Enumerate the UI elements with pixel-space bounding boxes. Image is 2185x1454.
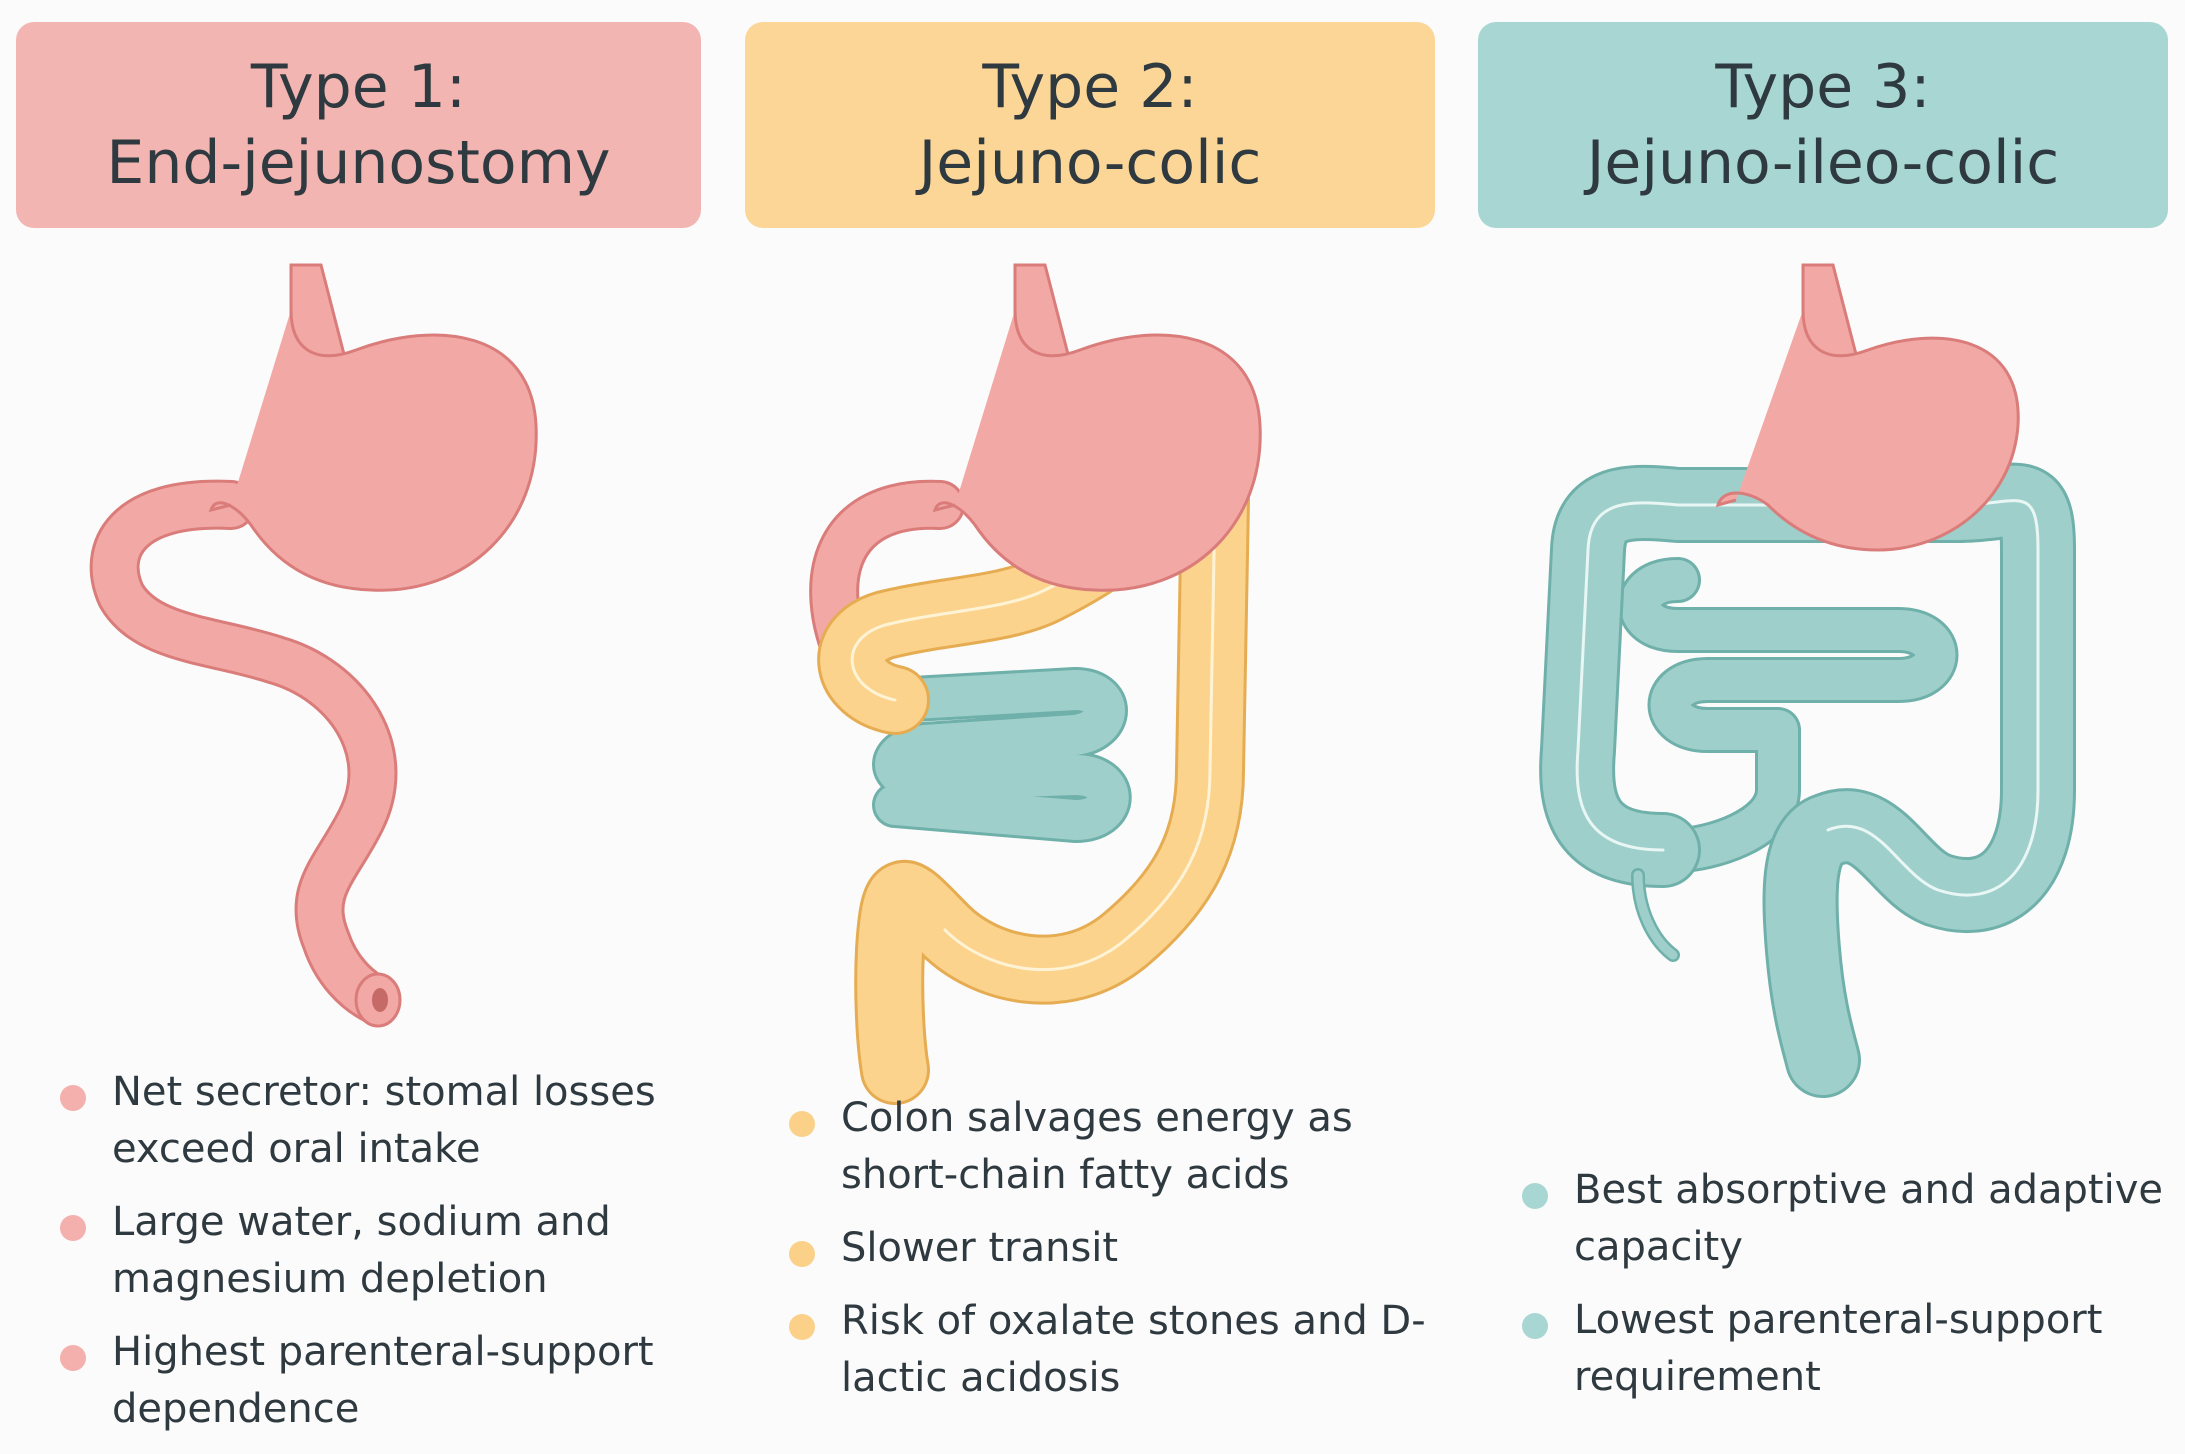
bullet-dot xyxy=(789,1314,815,1340)
panel-title-name: Jejuno-ileo-colic xyxy=(1586,128,2060,198)
bullet-dot xyxy=(1522,1183,1548,1209)
bullet-dot xyxy=(60,1215,86,1241)
panel-title-type: Type 2: xyxy=(982,52,1198,122)
end-jejunostomy-illustration xyxy=(89,263,538,1028)
bullet-dot xyxy=(1522,1313,1548,1339)
bullet-dot xyxy=(60,1085,86,1111)
panel-type-3: Type 3: Jejuno-ileo-colic Best absorptiv… xyxy=(1478,0,2168,1454)
bullet-list: Best absorptive and adaptive capacity Lo… xyxy=(1478,1162,2168,1422)
list-item: Highest parenteral-support dependence xyxy=(16,1324,701,1438)
panel-title-type: Type 3: xyxy=(1715,52,1931,122)
panel-title-name: Jejuno-colic xyxy=(918,128,1262,198)
list-item: Slower transit xyxy=(745,1220,1435,1277)
panel-type-1: Type 1: End-jejunostomy Net secretor: st… xyxy=(16,0,701,1454)
list-item: Risk of oxalate stones and D-lactic acid… xyxy=(745,1293,1435,1407)
stomach xyxy=(1715,309,2020,552)
list-item: Large water, sodium and magnesium deplet… xyxy=(16,1194,701,1308)
bullet-text: Slower transit xyxy=(841,1225,1119,1271)
list-item: Net secretor: stomal losses exceed oral … xyxy=(16,1064,701,1178)
bullet-list: Colon salvages energy as short-chain fat… xyxy=(745,1090,1435,1423)
bullet-dot xyxy=(789,1111,815,1137)
bullet-text: Net secretor: stomal losses exceed oral … xyxy=(112,1069,656,1172)
list-item: Lowest parenteral-support requirement xyxy=(1478,1292,2168,1406)
bullet-list: Net secretor: stomal losses exceed oral … xyxy=(16,1064,701,1454)
panel-header: Type 2: Jejuno-colic xyxy=(745,22,1435,228)
bullet-text: Lowest parenteral-support requirement xyxy=(1574,1297,2103,1400)
list-item: Colon salvages energy as short-chain fat… xyxy=(745,1090,1435,1204)
stomach xyxy=(208,309,538,592)
bullet-text: Colon salvages energy as short-chain fat… xyxy=(841,1095,1353,1198)
jejuno-ileo-colic-illustration xyxy=(1539,263,2076,1098)
bullet-dot xyxy=(60,1345,86,1371)
list-item: Best absorptive and adaptive capacity xyxy=(1478,1162,2168,1276)
bullet-dot xyxy=(789,1241,815,1267)
panel-title-name: End-jejunostomy xyxy=(106,128,611,198)
jejuno-colic-illustration xyxy=(809,263,1262,1105)
bullet-text: Best absorptive and adaptive capacity xyxy=(1574,1167,2163,1270)
panel-type-2: Type 2: Jejuno-colic Colon salvages ener… xyxy=(745,0,1435,1454)
bullet-text: Large water, sodium and magnesium deplet… xyxy=(112,1199,611,1302)
stomach xyxy=(932,309,1262,592)
panel-header: Type 1: End-jejunostomy xyxy=(16,22,701,228)
panel-header: Type 3: Jejuno-ileo-colic xyxy=(1478,22,2168,228)
bullet-text: Risk of oxalate stones and D-lactic acid… xyxy=(841,1298,1426,1401)
panel-title-type: Type 1: xyxy=(250,52,467,122)
bullet-text: Highest parenteral-support dependence xyxy=(112,1329,654,1432)
